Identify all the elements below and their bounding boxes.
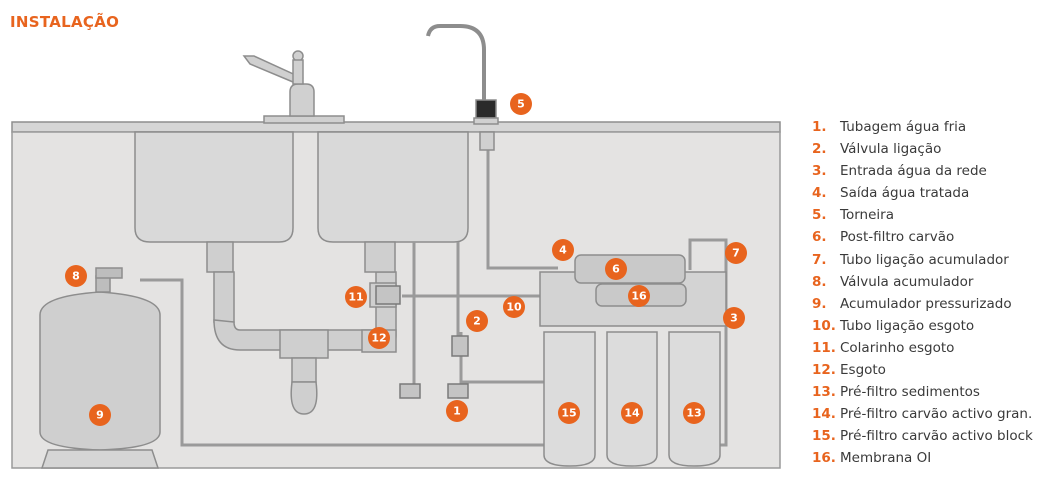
legend-label: Pré-filtro sedimentos	[840, 384, 980, 401]
badge-13: 13	[683, 402, 705, 424]
legend-label: Pré-filtro carvão activo gran.	[840, 406, 1033, 423]
badge-5: 5	[510, 93, 532, 115]
legend-item: 6. Post-filtro carvão	[812, 226, 1033, 248]
legend-item: 14.Pré-filtro carvão activo gran.	[812, 403, 1033, 425]
legend-item: 12.Esgoto	[812, 359, 1033, 381]
legend-number: 16.	[812, 450, 836, 467]
legend-number: 7.	[812, 251, 827, 268]
badge-11: 11	[345, 286, 367, 308]
badge-8: 8	[65, 265, 87, 287]
legend-item: 16.Membrana OI	[812, 447, 1033, 469]
legend-number: 12.	[812, 362, 836, 379]
ro-unit	[539, 254, 727, 467]
svg-text:10: 10	[506, 301, 522, 314]
legend-label: Membrana OI	[840, 450, 932, 467]
pressure-tank	[39, 267, 161, 469]
valves	[375, 285, 469, 399]
legend-label: Entrada água da rede	[840, 163, 987, 180]
main-faucet	[242, 50, 345, 124]
badge-6: 6	[605, 258, 627, 280]
legend-item: 15.Pré-filtro carvão activo block	[812, 425, 1033, 447]
drain-pipes	[206, 241, 397, 415]
svg-text:1: 1	[453, 405, 461, 418]
legend-number: 6.	[812, 229, 827, 246]
legend-label: Esgoto	[840, 362, 886, 379]
legend-item: 4. Saída água tratada	[812, 182, 1033, 204]
sink-basin-left	[134, 131, 294, 243]
legend-label: Post-filtro carvão	[840, 229, 955, 246]
legend-label: Colarinho esgoto	[840, 339, 955, 356]
badge-10: 10	[503, 296, 525, 318]
svg-text:16: 16	[631, 290, 647, 303]
legend: 1. Tubagem água fria 2. Válvula ligação 3.…	[812, 116, 1033, 470]
legend-number: 11.	[812, 339, 836, 356]
badge-12: 12	[368, 327, 390, 349]
svg-text:4: 4	[559, 244, 567, 257]
badge-9: 9	[89, 404, 111, 426]
legend-item: 9. Acumulador pressurizado	[812, 293, 1033, 315]
installation-diagram: 1 2 3 4 5 6 7 8 9 10 11 12 13 14 15 16	[11, 24, 781, 469]
legend-label: Tubagem água fria	[840, 119, 967, 135]
svg-text:13: 13	[686, 407, 701, 420]
svg-text:7: 7	[732, 247, 740, 260]
legend-number: 3.	[812, 163, 827, 180]
legend-number: 9.	[812, 295, 827, 312]
svg-text:2: 2	[473, 315, 481, 328]
legend-label: Válvula ligação	[840, 141, 942, 158]
badge-7: 7	[725, 242, 747, 264]
legend-label: Saída água tratada	[840, 185, 970, 202]
legend-label: Torneira	[840, 207, 894, 224]
svg-text:12: 12	[371, 332, 386, 345]
badge-15: 15	[558, 402, 580, 424]
svg-text:3: 3	[730, 312, 738, 325]
legend-label: Válvula acumulador	[840, 273, 974, 290]
svg-text:11: 11	[348, 291, 363, 304]
legend-number: 8.	[812, 273, 827, 290]
legend-item: 11.Colarinho esgoto	[812, 337, 1033, 359]
legend-label: Tubo ligação esgoto	[840, 317, 975, 334]
countertop	[11, 121, 781, 133]
svg-text:6: 6	[612, 263, 620, 276]
badge-2: 2	[466, 310, 488, 332]
svg-text:15: 15	[561, 407, 576, 420]
svg-text:9: 9	[96, 409, 104, 422]
badge-14: 14	[621, 402, 643, 424]
badge-3: 3	[723, 307, 745, 329]
legend-label: Acumulador pressurizado	[840, 295, 1012, 312]
badge-4: 4	[552, 239, 574, 261]
svg-text:5: 5	[517, 98, 525, 111]
legend-item: 5. Torneira	[812, 204, 1033, 226]
legend-item: 1. Tubagem água fria	[812, 116, 1033, 138]
legend-number: 10.	[812, 317, 836, 334]
legend-number: 5.	[812, 207, 827, 224]
legend-item: 7. Tubo ligação acumulador	[812, 249, 1033, 271]
badge-16: 16	[628, 285, 650, 307]
svg-text:14: 14	[624, 407, 640, 420]
page-title: INSTALAÇÃO	[10, 13, 120, 31]
legend-number: 2.	[812, 141, 827, 158]
legend-label: Pré-filtro carvão activo block	[840, 428, 1033, 445]
legend-number: 4.	[812, 185, 827, 202]
legend-item: 2. Válvula ligação	[812, 138, 1033, 160]
sink-basin-right	[317, 131, 469, 243]
filtered-water-faucet	[426, 24, 499, 151]
legend-number: 1.	[812, 119, 827, 135]
legend-item: 13.Pré-filtro sedimentos	[812, 381, 1033, 403]
legend-number: 13.	[812, 384, 836, 401]
legend-item: 8. Válvula acumulador	[812, 271, 1033, 293]
legend-item: 3. Entrada água da rede	[812, 160, 1033, 182]
legend-label: Tubo ligação acumulador	[840, 251, 1009, 268]
legend-number: 15.	[812, 428, 836, 445]
svg-text:8: 8	[72, 270, 80, 283]
badge-1: 1	[446, 400, 468, 422]
legend-item: 10.Tubo ligação esgoto	[812, 315, 1033, 337]
legend-number: 14.	[812, 406, 836, 423]
